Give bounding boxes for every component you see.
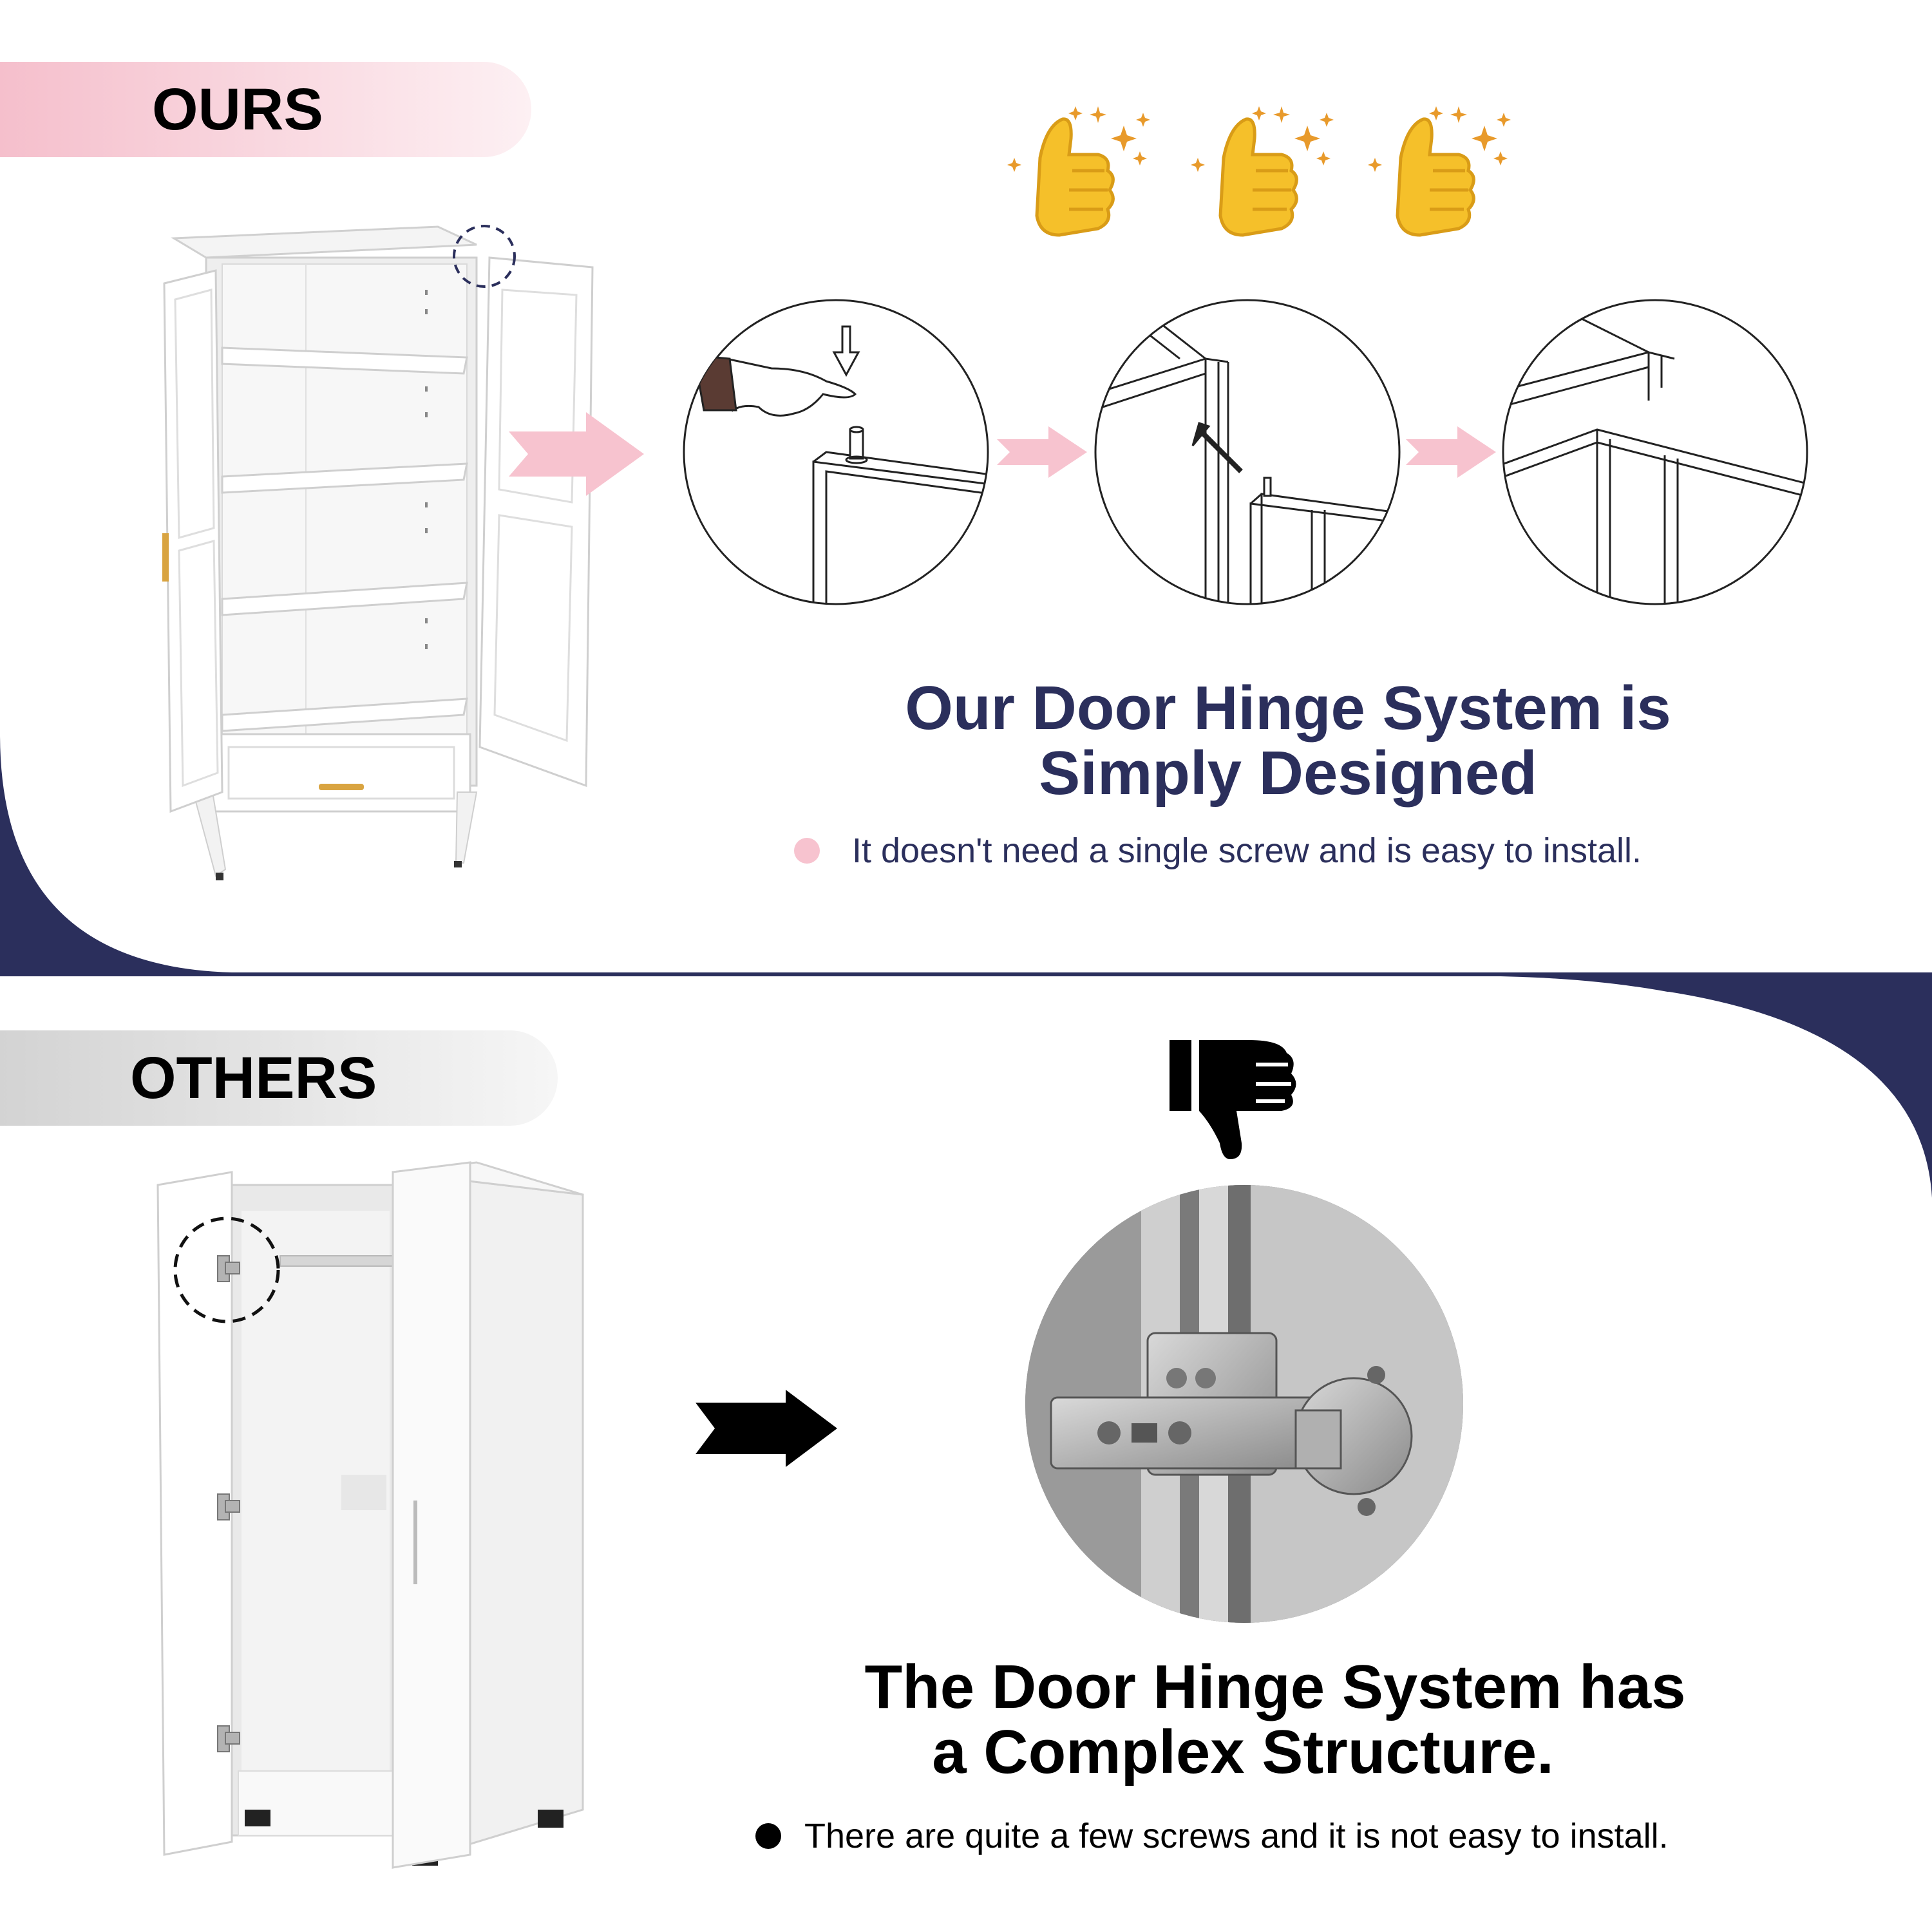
others-black-arrow: [696, 1390, 837, 1467]
others-hinge-detail-circle: [1025, 1185, 1463, 1623]
ours-headline-line2: Simply Designed: [1039, 738, 1537, 808]
others-tag-label: OTHERS: [130, 1045, 377, 1111]
others-bullet: There are quite a few screws and it is n…: [755, 1816, 1669, 1856]
thumbs-down-icon: [1170, 1040, 1296, 1159]
ours-cabinet-illustration: [162, 225, 594, 880]
others-cabinet-illustration: [156, 1161, 584, 1870]
ours-step-1-circle: [683, 299, 989, 605]
ours-tag-label: OURS: [152, 76, 323, 142]
ours-headline: Our Door Hinge System is Simply Designed: [837, 676, 1739, 806]
others-bullet-text: There are quite a few screws and it is n…: [804, 1817, 1669, 1855]
ours-bullet: It doesn't need a single screw and is ea…: [794, 831, 1642, 871]
black-bullet-dot: [755, 1823, 781, 1849]
others-tag: OTHERS: [0, 1030, 558, 1126]
pink-bullet-dot: [794, 838, 820, 864]
ours-pink-arrow-small-1: [997, 426, 1087, 478]
ours-headline-line1: Our Door Hinge System is: [905, 674, 1671, 743]
others-headline: The Door Hinge System has a Complex Stru…: [824, 1653, 1726, 1786]
thumbs-up-sparkle-icon: [1191, 106, 1334, 237]
ours-pink-arrow: [509, 412, 644, 496]
ours-step-2-circle: [1094, 299, 1401, 605]
thumbs-up-sparkle-icon: [1007, 106, 1150, 237]
ours-step-3-circle: [1502, 299, 1808, 605]
ours-bullet-text: It doesn't need a single screw and is ea…: [852, 831, 1642, 870]
thumbs-up-sparkle-icon: [1368, 106, 1511, 237]
others-headline-line1: The Door Hinge System has: [864, 1653, 1686, 1721]
others-headline-line2: a Complex Structure.: [932, 1717, 1554, 1786]
ours-pink-arrow-small-2: [1406, 426, 1496, 478]
ours-tag: OURS: [0, 62, 531, 157]
